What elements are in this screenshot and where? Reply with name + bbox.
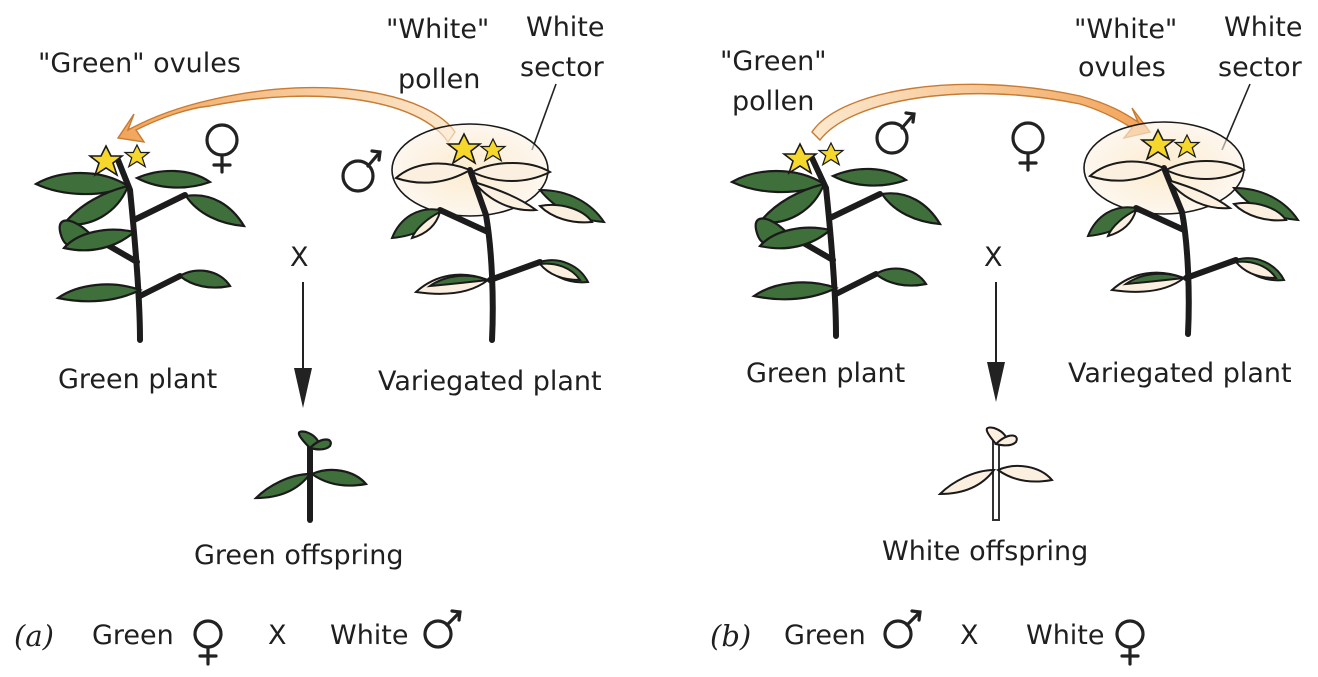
pollen-label-line2: pollen <box>732 86 814 117</box>
pollination-arrow <box>118 88 455 142</box>
female-symbol-icon <box>1117 621 1143 664</box>
green-offspring <box>256 432 366 520</box>
summary-left-text: Green <box>784 620 866 651</box>
panel-b: "Green" pollen "White" ovules White sect… <box>710 12 1303 664</box>
green-plant-left <box>36 145 244 340</box>
summary-cross: X <box>268 620 287 651</box>
male-symbol-icon <box>425 611 460 647</box>
cross-symbol: X <box>984 242 1003 273</box>
sector-callout-line <box>532 84 556 150</box>
summary-right-text: White <box>330 620 409 651</box>
panel-a: "Green" ovules "White" pollen White sect… <box>14 12 605 664</box>
pollen-label-line1: "White" <box>386 14 489 45</box>
ovules-label-line1: "White" <box>1074 14 1177 45</box>
green-plant-left <box>732 143 940 336</box>
white-offspring <box>940 428 1052 520</box>
left-plant-caption: Green plant <box>746 358 905 389</box>
ovules-label-line2: ovules <box>1078 52 1166 83</box>
male-symbol-icon <box>343 151 380 191</box>
summary-right-text: White <box>1026 620 1105 651</box>
left-plant-caption: Green plant <box>58 364 217 395</box>
ovules-label: "Green" ovules <box>38 48 241 79</box>
right-plant-caption: Variegated plant <box>1068 358 1292 389</box>
down-arrow-head <box>987 362 1005 402</box>
cross-symbol: X <box>290 242 309 273</box>
female-symbol-icon <box>1013 123 1043 170</box>
pollination-arrow <box>812 84 1150 140</box>
female-symbol-icon <box>207 125 237 172</box>
variegated-plant-right <box>390 122 604 340</box>
male-symbol-icon <box>885 611 920 647</box>
panel-letter: (a) <box>14 619 54 653</box>
sector-label-line2: sector <box>520 52 605 83</box>
panel-letter: (b) <box>710 619 751 653</box>
down-arrow-head <box>294 368 312 408</box>
female-symbol-icon <box>195 621 221 664</box>
pollen-label-line2: pollen <box>398 64 480 95</box>
right-plant-caption: Variegated plant <box>378 366 602 397</box>
offspring-caption: Green offspring <box>194 540 404 571</box>
sector-label-line2: sector <box>1218 52 1303 83</box>
summary-left-text: Green <box>92 620 174 651</box>
summary-cross: X <box>960 620 979 651</box>
sector-label-line1: White <box>526 12 605 43</box>
variegated-plant-right <box>1082 120 1298 334</box>
offspring-caption: White offspring <box>882 536 1088 567</box>
male-symbol-icon <box>877 113 914 153</box>
pollen-label-line1: "Green" <box>720 46 827 77</box>
sector-label-line1: White <box>1224 12 1303 43</box>
